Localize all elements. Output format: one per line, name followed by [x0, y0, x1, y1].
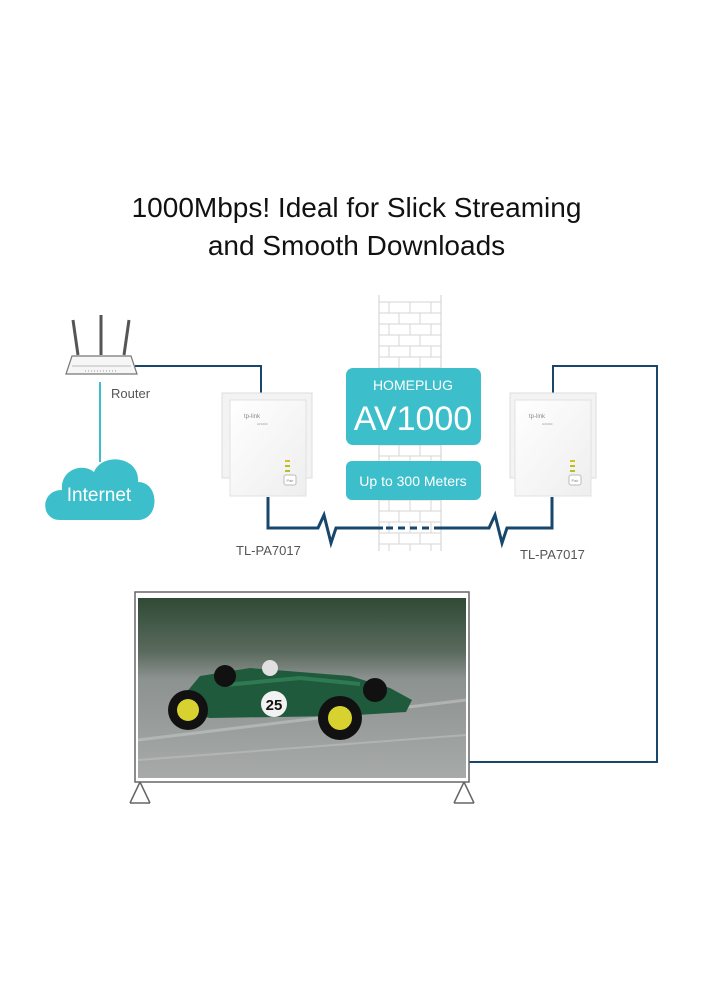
- homeplug-badge: [346, 368, 481, 445]
- powerline-adapter-left: tp-link AV1000 Pair: [221, 392, 313, 497]
- router-icon: [65, 315, 138, 375]
- television: 25: [129, 591, 475, 804]
- pair-button: [568, 474, 582, 486]
- homeplug-label: HOMEPLUG: [373, 377, 453, 393]
- race-car-image: [168, 660, 412, 740]
- range-label: Up to 300 Meters: [359, 473, 466, 489]
- tv-stand-right: [453, 781, 475, 804]
- router-to-adapter-cable: [135, 365, 262, 393]
- model-sub-label: AV1000: [257, 422, 268, 426]
- powerline-adapter-right: tp-link AV1000 Pair: [509, 392, 597, 497]
- adapter-to-tv-cable: [468, 365, 658, 763]
- router-label: Router: [111, 386, 151, 401]
- av1000-label: AV1000: [354, 400, 472, 438]
- headline-line-1: 1000Mbps! Ideal for Slick Streaming: [131, 192, 582, 223]
- powerline-right: [441, 497, 554, 549]
- range-badge: [346, 461, 481, 500]
- svg-text:Pair: Pair: [571, 478, 579, 483]
- headline-line-2: and Smooth Downloads: [207, 230, 506, 261]
- brand-label: tp-link: [529, 414, 546, 420]
- tv-stand-left: [129, 781, 151, 804]
- brand-label: tp-link: [244, 414, 261, 420]
- model-sub-label: AV1000: [542, 422, 553, 426]
- svg-text:Pair: Pair: [286, 478, 294, 483]
- internet-label: Internet: [67, 485, 132, 506]
- internet-cloud-icon: [45, 459, 155, 520]
- adapter-left-model: TL-PA7017: [236, 543, 301, 558]
- adapter-right-model: TL-PA7017: [520, 547, 585, 562]
- powerline-left: [266, 497, 383, 549]
- pair-button: [283, 474, 297, 486]
- car-number: 25: [266, 697, 283, 714]
